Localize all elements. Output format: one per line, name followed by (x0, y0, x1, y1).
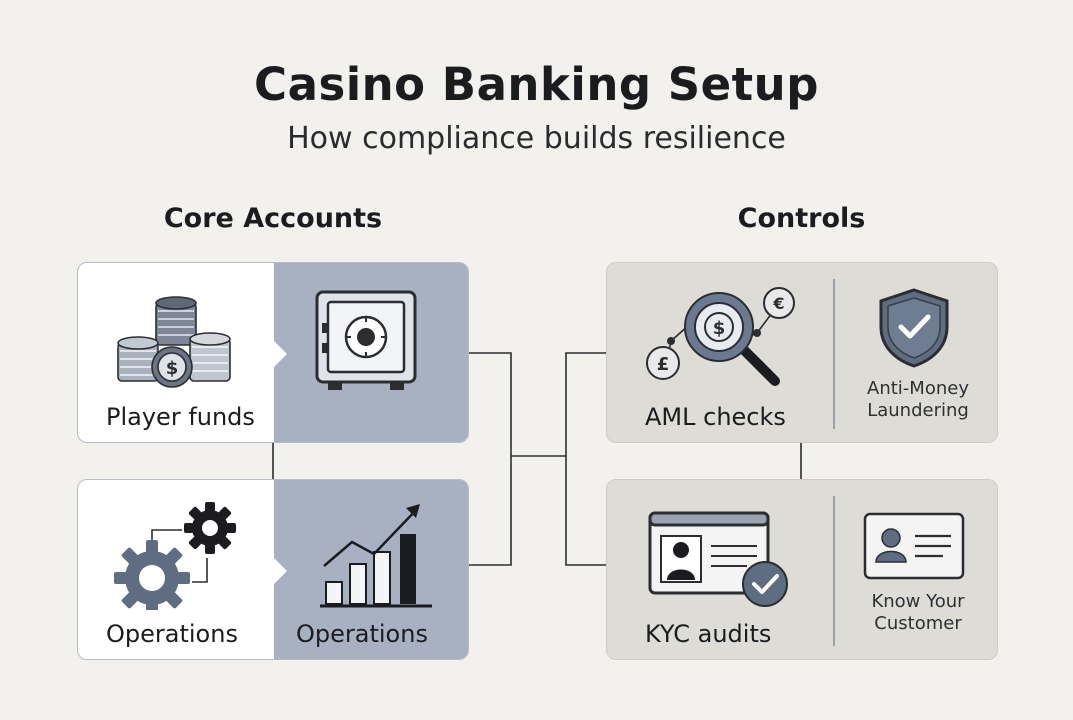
page-subtitle: How compliance builds resilience (287, 121, 786, 156)
aml-checks-label: AML checks (645, 403, 786, 431)
card-aml-checks: £ € $ AML checks Anti-Money Laundering (606, 262, 998, 443)
aml-sublabel: Anti-Money Laundering (843, 378, 993, 422)
aml-sublabel-line2: Laundering (867, 400, 969, 421)
operations-label-right: Operations (296, 620, 428, 648)
player-funds-label: Player funds (106, 403, 255, 431)
kyc-sublabel: Know Your Customer (843, 591, 993, 635)
card-divider (833, 279, 835, 429)
svg-text:$: $ (166, 358, 179, 379)
operations-label-left: Operations (106, 620, 238, 648)
shield-check-icon (879, 288, 949, 368)
svg-text:€: € (772, 294, 784, 313)
card-notch (274, 341, 287, 367)
kyc-audits-label: KYC audits (645, 620, 772, 648)
gears-icon (114, 502, 236, 610)
casino-chips-icon: $ (117, 296, 231, 388)
card-divider (833, 496, 835, 646)
card-notch (274, 558, 287, 584)
aml-sublabel-line1: Anti-Money (867, 378, 969, 399)
card-player-funds: $ Player funds (77, 262, 469, 443)
card-kyc-audits: KYC audits Know Your Customer (606, 479, 998, 660)
id-card-icon (863, 512, 965, 580)
growth-chart-icon (320, 504, 432, 608)
safe-vault-icon (315, 290, 417, 390)
kyc-sublabel-line2: Customer (874, 613, 962, 634)
svg-text:£: £ (657, 354, 670, 375)
connector-core-bracket (469, 352, 512, 566)
section-heading-controls: Controls (737, 203, 866, 234)
page-title: Casino Banking Setup (254, 58, 819, 111)
card-accent-panel (274, 480, 468, 659)
card-operations: Operations Operations (77, 479, 469, 660)
section-heading-core-accounts: Core Accounts (163, 203, 383, 234)
kyc-sublabel-line1: Know Your (871, 591, 965, 612)
svg-text:$: $ (713, 318, 726, 339)
currency-magnifier-icon: £ € $ (646, 287, 795, 386)
connector-controls-bracket (565, 352, 606, 566)
id-verified-icon (648, 511, 788, 607)
